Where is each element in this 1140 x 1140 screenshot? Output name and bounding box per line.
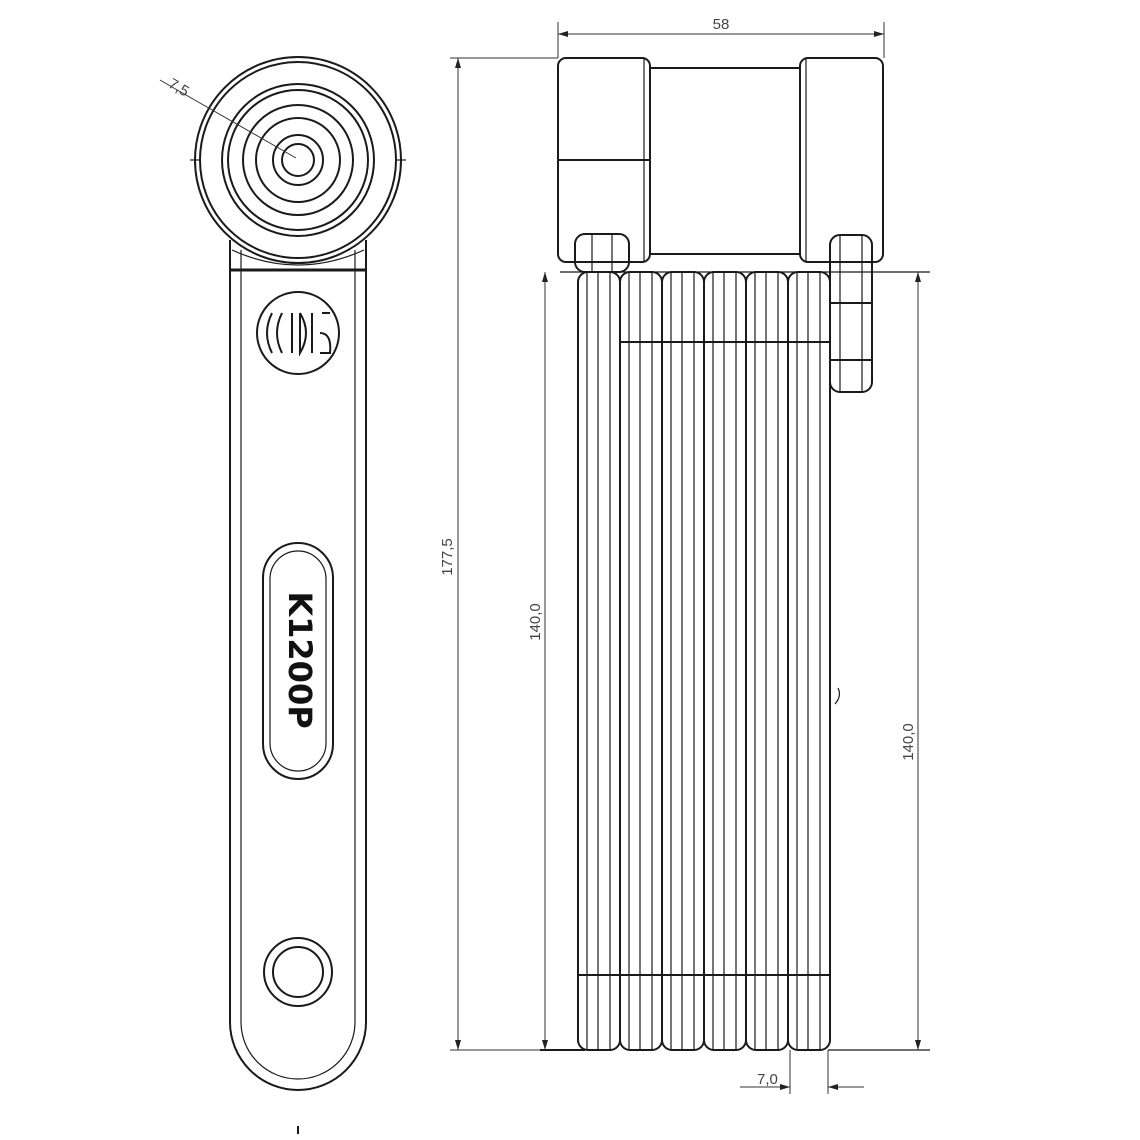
dimension-link-thickness: 7,0 bbox=[740, 1050, 864, 1094]
odis-logo bbox=[256, 291, 340, 375]
front-view bbox=[540, 57, 930, 1051]
dimension-width: 58 bbox=[557, 16, 885, 58]
side-view: 7,5 K1200P bbox=[159, 56, 406, 1134]
model-marking: K1200P bbox=[281, 591, 319, 728]
link-bar bbox=[703, 271, 747, 1051]
link-bar bbox=[787, 271, 831, 1051]
width-label: 58 bbox=[713, 16, 730, 33]
lock-body bbox=[557, 57, 884, 263]
dimension-overall-height: 177,5 bbox=[439, 57, 558, 1051]
link-thickness-label: 7,0 bbox=[757, 1071, 778, 1088]
dimension-bar-right: 140,0 bbox=[900, 272, 921, 1050]
arm bbox=[229, 240, 367, 1091]
link-stack bbox=[577, 271, 831, 1051]
leader-mark bbox=[834, 687, 841, 705]
link-bar bbox=[619, 271, 663, 1051]
overall-height-label: 177,5 bbox=[439, 538, 456, 576]
dimension-bar-left: 140,0 bbox=[527, 272, 548, 1050]
right-latch bbox=[829, 234, 873, 393]
link-bar bbox=[745, 271, 789, 1051]
lock-head-circle bbox=[190, 56, 406, 264]
marking-slot: K1200P bbox=[262, 542, 334, 780]
bar-left-label: 140,0 bbox=[527, 603, 544, 641]
left-latch bbox=[574, 233, 630, 273]
link-bar bbox=[661, 271, 705, 1051]
rivet-hole bbox=[263, 937, 333, 1007]
link-bar bbox=[577, 271, 621, 1051]
bar-right-label: 140,0 bbox=[900, 723, 917, 761]
